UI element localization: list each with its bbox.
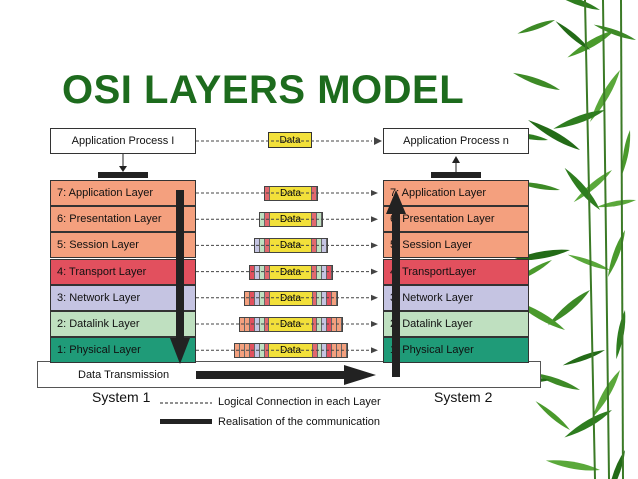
left-layer-2: 2: Datalink Layer <box>50 311 196 337</box>
bottom-horizontal-shaft <box>196 371 346 379</box>
right-connector-block <box>431 172 481 178</box>
right-layer-6: 6: Presentation Layer <box>383 206 529 233</box>
bamboo-leaf <box>513 72 560 90</box>
bamboo-leaf <box>545 460 600 471</box>
left-layer-5: 5: Session Layer <box>50 232 196 259</box>
bamboo-leaf <box>562 350 605 366</box>
right-layer-2: 2: Datalink Layer <box>383 311 529 337</box>
left-layer-6: 6: Presentation Layer <box>50 206 196 233</box>
logical-connection-arrowhead <box>371 216 378 223</box>
data-transmission-label: Data Transmission <box>78 369 170 381</box>
right-layer-7: 7: Application Layer <box>383 180 529 206</box>
left-layer-3: 3: Network Layer <box>50 284 196 311</box>
bamboo-leaf <box>547 290 590 326</box>
bamboo-leaf <box>553 110 605 129</box>
slide-title: OSI LAYERS MODEL <box>62 68 465 112</box>
bamboo-leaf <box>592 370 620 418</box>
bottom-horizontal-arrowhead <box>344 365 376 385</box>
right-application-process: Application Process n <box>383 128 529 154</box>
left-down-arrowhead <box>170 338 190 364</box>
bamboo-leaf <box>535 401 570 430</box>
bamboo-leaf <box>533 372 580 390</box>
bamboo-leaf <box>611 450 625 479</box>
right-layer-4: 4: TransportLayer <box>383 258 529 285</box>
logical-connection-arrowhead <box>371 347 378 354</box>
system-2-label: System 2 <box>434 389 493 405</box>
bamboo-stem <box>620 0 624 479</box>
right-layer-1: 1: Physical Layer <box>383 337 529 364</box>
left-application-process: Application Process I <box>50 128 196 154</box>
bamboo-leaf <box>622 130 631 175</box>
process-connection-arrowhead <box>374 137 382 145</box>
bamboo-leaf <box>517 20 555 34</box>
legend-realisation: Realisation of the communication <box>218 416 381 428</box>
logical-connection-arrowhead <box>371 190 378 196</box>
right-up-shaft <box>392 212 400 377</box>
bamboo-leaf <box>564 410 612 438</box>
left-down-shaft <box>176 190 184 340</box>
bamboo-leaf <box>607 230 625 277</box>
logical-connection-arrowhead <box>371 321 378 327</box>
logical-connection-arrowhead <box>371 268 378 275</box>
left-process-down-arrowhead <box>119 166 127 172</box>
right-layer-5: 5: Session Layer <box>383 232 529 259</box>
bamboo-leaf <box>555 21 590 50</box>
right-layer-3: 3: Network Layer <box>383 284 529 311</box>
legend-thick-line <box>160 419 212 424</box>
right-process-up-arrowhead <box>452 156 460 163</box>
right-up-arrowhead <box>386 190 406 214</box>
left-connector-block <box>98 172 148 178</box>
logical-connection-arrowhead <box>371 242 378 249</box>
left-layer-7: 7: Application Layer <box>50 180 196 206</box>
bamboo-stem <box>602 0 610 479</box>
bamboo-leaf <box>567 254 610 270</box>
system-1-label: System 1 <box>92 389 151 405</box>
top-data-label: Data <box>268 132 312 148</box>
legend-logical-connection: Logical Connection in each Layer <box>218 396 381 408</box>
bamboo-leaf <box>565 0 600 10</box>
left-layer-4: 4: Transport Layer <box>50 258 196 285</box>
bamboo-leaf <box>564 167 600 210</box>
logical-connection-arrowhead <box>371 294 378 301</box>
bamboo-leaf <box>528 120 580 150</box>
bamboo-stem <box>584 0 596 479</box>
